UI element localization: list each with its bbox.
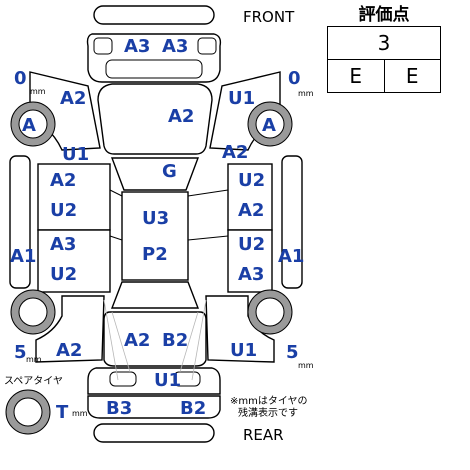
front-bumper-damage-1: A3 [124, 36, 150, 57]
left-front-door-damage-1: A2 [50, 170, 76, 191]
spare-tire-caption: スペアタイヤ [4, 375, 63, 387]
trunk-damage-2: B2 [162, 330, 188, 351]
roof-damage: G [162, 161, 177, 182]
rear-bumper [87, 395, 221, 419]
right-sill [281, 155, 303, 289]
front-left-tire-grade: A [22, 115, 36, 136]
right-a-pillar-damage: A2 [222, 142, 248, 163]
front-grille-bar [93, 5, 215, 25]
front-bumper-right-light [197, 37, 217, 55]
roof-damage-2: P2 [142, 244, 168, 265]
right-rear-door-damage-1: U2 [238, 234, 265, 255]
left-front-door-damage-2: U2 [50, 200, 77, 221]
spare-tire [5, 389, 51, 435]
left-a-pillar-damage: U1 [62, 144, 89, 165]
right-rear-door-damage-2: A3 [238, 264, 264, 285]
rear-left-tread: 5 [14, 342, 27, 363]
front-left-tread-unit: mm [30, 87, 46, 96]
hood [97, 83, 213, 155]
evaluation-score-table: 3 E E [327, 26, 441, 93]
front-right-tire: A [247, 101, 293, 147]
front-right-tread: 0 [288, 68, 301, 89]
right-front-door-damage-2: A2 [238, 200, 264, 221]
left-rear-quarter [35, 295, 105, 363]
evaluation-score-panel: 評価点 3 E E [327, 4, 441, 93]
rear-window [110, 281, 200, 309]
roof-damage-1: U3 [142, 208, 169, 229]
left-rear-quarter-damage: A2 [56, 340, 82, 361]
left-front-fender-damage: A2 [60, 88, 86, 109]
rear-left-tread-unit: mm [26, 355, 42, 364]
front-bumper-left-light [93, 37, 113, 55]
rear-bar [93, 423, 215, 443]
rear-panel [87, 367, 221, 395]
rear-panel-damage: U1 [154, 370, 181, 391]
roof [121, 191, 189, 281]
rear-right-tread-unit: mm [298, 361, 314, 370]
front-bumper-intake [105, 59, 203, 79]
right-front-door [227, 163, 273, 231]
front-left-tire: A [10, 101, 56, 147]
front-bumper-damage-2: A3 [162, 36, 188, 57]
overall-score: 3 [327, 26, 441, 60]
rear-left-tire [10, 289, 56, 335]
trunk-lid [103, 311, 207, 367]
front-label: FRONT [243, 8, 295, 26]
spare-tire-tread: T [56, 402, 69, 423]
right-front-door-damage-1: U2 [238, 170, 265, 191]
front-right-tread-unit: mm [298, 89, 314, 98]
rear-panel-left-light [109, 371, 137, 387]
rear-bumper-damage-1: B3 [106, 398, 132, 419]
tread-note-line-1: ※mmはタイヤの [230, 395, 308, 407]
front-right-tire-grade: A [262, 115, 276, 136]
spare-tire-tread-unit: mm [72, 409, 88, 418]
left-rear-door-damage-2: U2 [50, 264, 77, 285]
interior-score: E [327, 59, 385, 93]
evaluation-score-title: 評価点 [358, 5, 410, 25]
front-bumper [86, 33, 222, 83]
rear-right-tread: 5 [286, 342, 299, 363]
left-sill-damage: A1 [10, 246, 36, 267]
rear-panel-right-light [173, 371, 201, 387]
pillar-guide-lines [103, 299, 207, 381]
exterior-score: E [383, 59, 441, 93]
trunk-damage-1: A2 [124, 330, 150, 351]
left-rear-door [37, 229, 111, 293]
left-rear-door-damage-1: A3 [50, 234, 76, 255]
right-sill-damage: A1 [278, 246, 304, 267]
windshield [110, 157, 200, 191]
front-left-tread: 0 [14, 68, 27, 89]
right-rear-quarter-damage: U1 [230, 340, 257, 361]
right-rear-door [227, 229, 273, 293]
right-front-fender-damage: U1 [228, 88, 255, 109]
rear-label: REAR [243, 426, 284, 444]
hood-damage: A2 [168, 106, 194, 127]
tread-note-line-2: 残溝表示です [238, 406, 298, 419]
rear-bumper-damage-2: B2 [180, 398, 206, 419]
rear-right-tire [247, 289, 293, 335]
left-front-door [37, 163, 111, 231]
left-sill [9, 155, 31, 289]
